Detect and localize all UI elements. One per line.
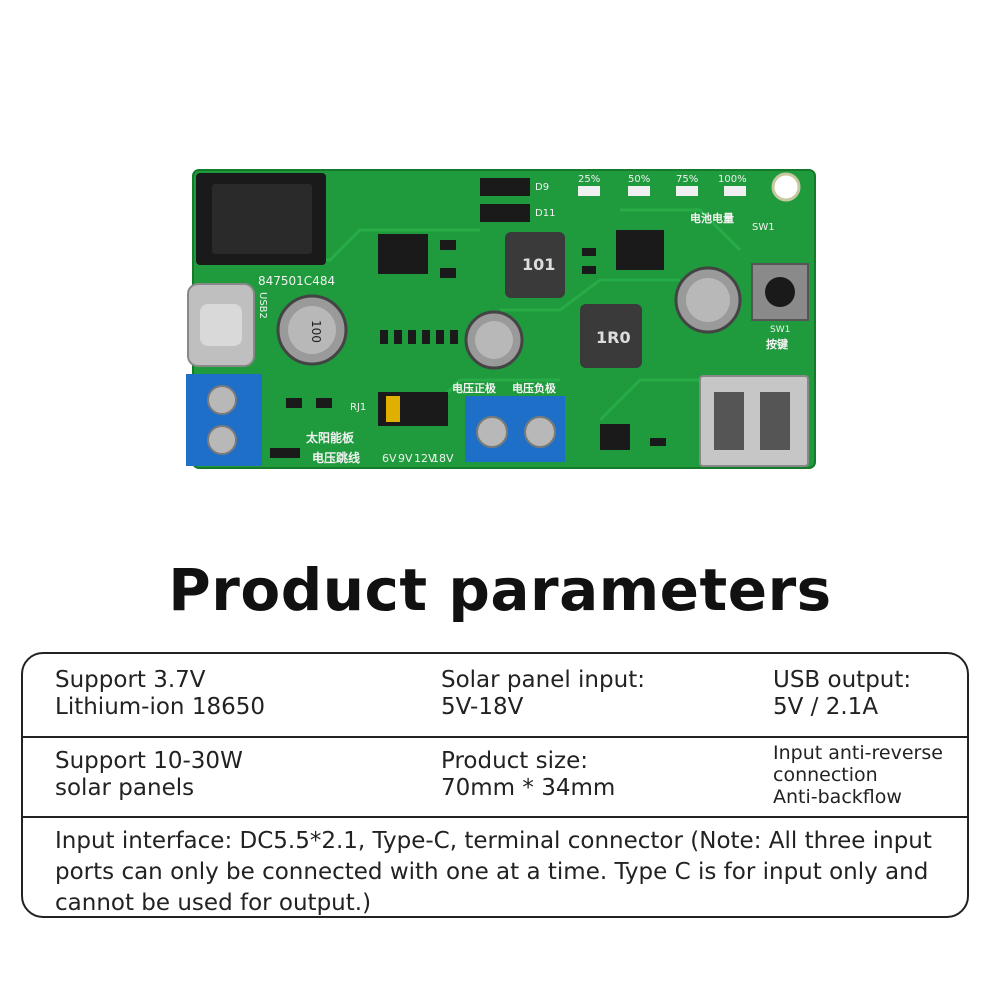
pcb-board-photo: 847501C484 USB2 太阳能板 电压跳线 100 D9 D11 101… (186, 169, 816, 469)
solar-input-cell: Solar panel input: 5V-18V (441, 667, 645, 721)
battery-level-leds (578, 186, 746, 196)
svg-text:100%: 100% (718, 174, 747, 185)
svg-text:RJ1: RJ1 (350, 402, 366, 413)
protection-line-2: connection (773, 764, 878, 786)
product-parameters-title: Product parameters (168, 556, 832, 624)
ic-chip-2 (616, 230, 664, 270)
usb-ref-label: USB2 (257, 292, 268, 319)
protection-cell: Input anti-reverse connection Anti-backf… (773, 742, 943, 808)
usb-output-value: 5V / 2.1A (773, 694, 879, 720)
part-code-label: 847501C484 (258, 274, 335, 288)
solar-input-label: Solar panel input: (441, 667, 645, 693)
protection-line-1: Input anti-reverse (773, 742, 943, 764)
svg-text:25%: 25% (578, 174, 600, 185)
svg-text:SW1: SW1 (752, 222, 775, 233)
product-size-value: 70mm * 34mm (441, 775, 616, 801)
product-size-cell: Product size: 70mm * 34mm (441, 748, 615, 802)
svg-text:12V: 12V (414, 452, 436, 465)
svg-text:100: 100 (309, 320, 323, 343)
svg-text:9V: 9V (398, 452, 413, 465)
svg-text:SW1: SW1 (770, 325, 790, 335)
solar-panel-support-line-1: Support 10-30W (55, 748, 243, 774)
parameters-row-1: Support 3.7V Lithium-ion 18650 Solar pan… (23, 654, 967, 738)
ic-chip-1 (378, 234, 428, 274)
svg-text:50%: 50% (628, 174, 650, 185)
svg-text:D11: D11 (535, 208, 555, 219)
inductor-101 (505, 232, 565, 298)
protection-line-3: Anti-backflow (773, 786, 902, 808)
battery-level-cn-label: 电池电量 (690, 211, 734, 225)
solar-panel-support-cell: Support 10-30W solar panels (55, 748, 243, 802)
voltage-neg-cn-label: 电压负极 (512, 381, 557, 395)
svg-text:1R0: 1R0 (596, 328, 631, 347)
parameters-row-2: Support 10-30W solar panels Product size… (23, 736, 967, 818)
svg-text:6V: 6V (382, 452, 397, 465)
parameters-table: Support 3.7V Lithium-ion 18650 Solar pan… (21, 652, 969, 918)
solar-panel-support-line-2: solar panels (55, 775, 195, 801)
parameters-row-3: Input interface: DC5.5*2.1, Type-C, term… (23, 816, 967, 916)
solar-input-value: 5V-18V (441, 694, 524, 720)
svg-text:D9: D9 (535, 182, 549, 193)
battery-support-cell: Support 3.7V Lithium-ion 18650 (55, 667, 265, 721)
solar-panel-cn-label: 太阳能板 (306, 430, 355, 445)
usb-output-cell: USB output: 5V / 2.1A (773, 667, 911, 721)
svg-text:18V: 18V (432, 452, 454, 465)
input-interface-note: Input interface: DC5.5*2.1, Type-C, term… (55, 828, 932, 916)
diode-d9 (480, 178, 530, 196)
battery-support-line-1: Support 3.7V (55, 667, 206, 693)
diode-d11 (480, 204, 530, 222)
svg-text:101: 101 (522, 255, 555, 274)
button-cn-label: 按键 (766, 337, 789, 351)
ic-chip-3 (600, 424, 630, 450)
mounting-hole (771, 172, 801, 202)
product-size-label: Product size: (441, 748, 588, 774)
battery-support-line-2: Lithium-ion 18650 (55, 694, 265, 720)
inductor-1r0 (580, 304, 642, 368)
usb-output-label: USB output: (773, 667, 912, 693)
voltage-pos-cn-label: 电压正极 (452, 381, 497, 395)
svg-text:75%: 75% (676, 174, 698, 185)
voltage-jumper-cn-label: 电压跳线 (312, 450, 360, 465)
pcb-board-illustration: 847501C484 USB2 太阳能板 电压跳线 100 D9 D11 101… (186, 169, 816, 469)
